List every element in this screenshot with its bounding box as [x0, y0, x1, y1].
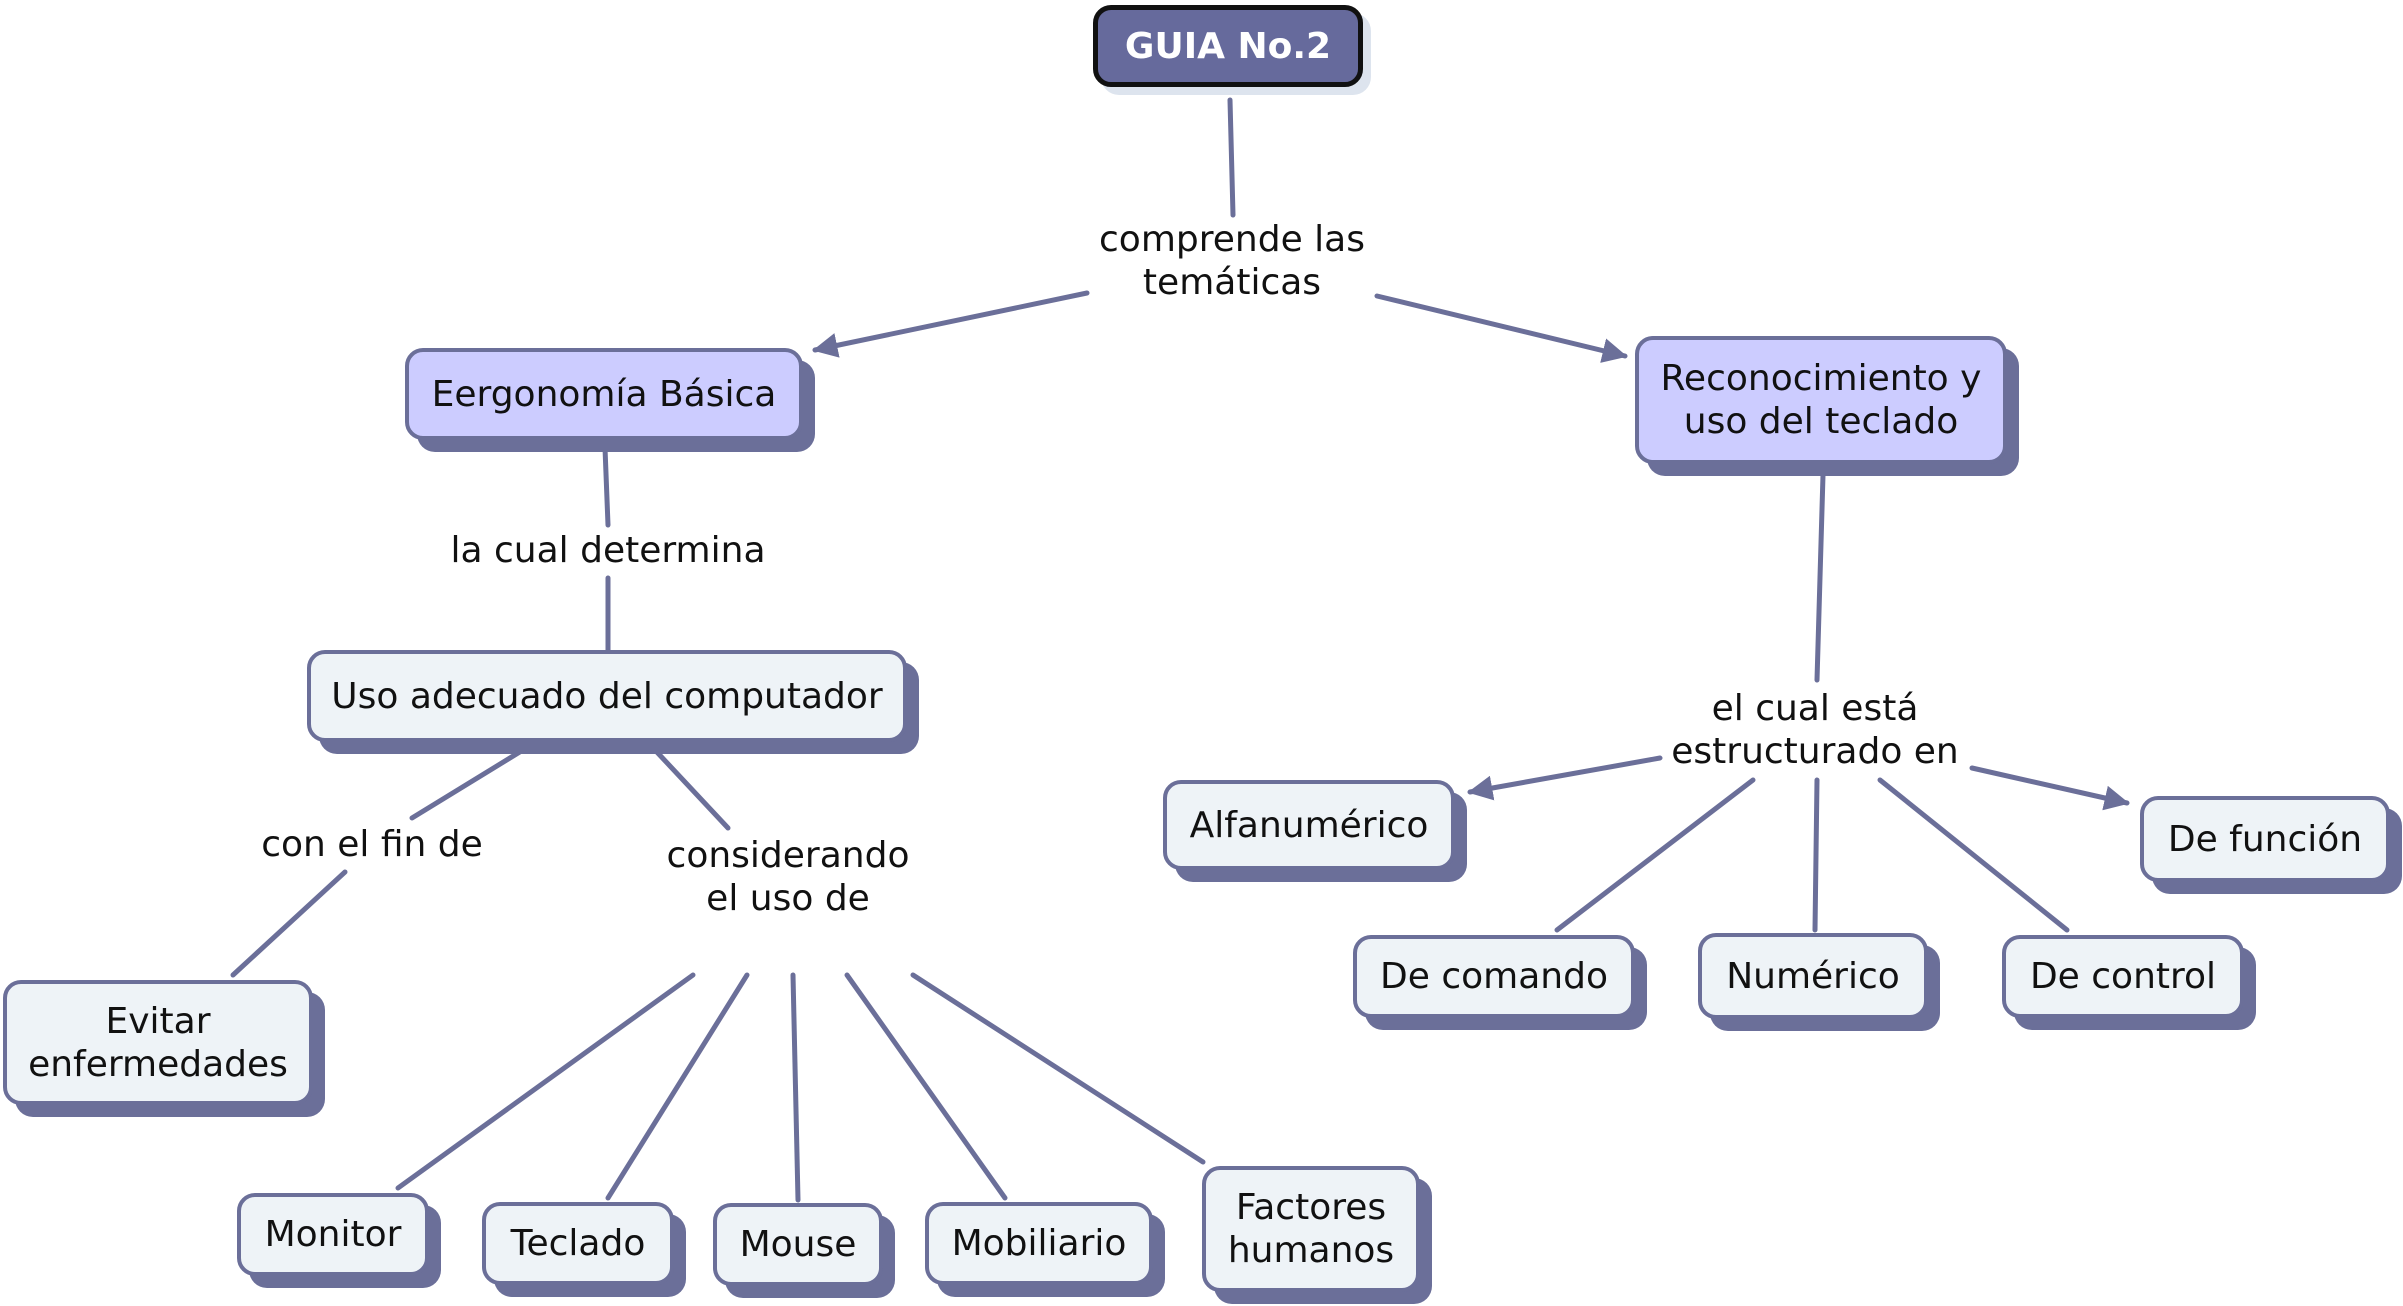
link-label-considerando: considerando el uso de	[666, 835, 910, 919]
line-uso-fin	[409, 747, 526, 821]
mobiliario-node[interactable]: Mobiliario	[925, 1202, 1153, 1285]
teclado-node[interactable]: Teclado	[482, 1202, 674, 1285]
de-funcion-node[interactable]: De función	[2140, 796, 2390, 882]
line-teclado-estructurado	[1814, 472, 1826, 683]
evitar-node[interactable]: Evitar enfermedades	[3, 980, 313, 1105]
monitor-node[interactable]: Monitor	[237, 1193, 429, 1276]
line-to-monitor	[395, 972, 696, 1191]
link-label-estructurado: el cual está estructurado en	[1671, 688, 1959, 772]
link-label-fin: con el fin de	[261, 824, 483, 865]
arrow-to-ergonomia	[812, 290, 1090, 358]
root-node-label: GUIA No.2	[1124, 25, 1332, 67]
alfanumerico-node[interactable]: Alfanumérico	[1163, 780, 1455, 870]
teclado-main-node[interactable]: Reconocimiento y uso del teclado	[1635, 336, 2007, 464]
line-to-numerico	[1812, 777, 1820, 933]
line-to-de-control	[1877, 777, 2070, 933]
line-uso-considerando	[652, 747, 731, 831]
mouse-node[interactable]: Mouse	[713, 1203, 883, 1286]
line-to-teclado	[605, 972, 750, 1201]
root-node[interactable]: GUIA No.2	[1093, 5, 1363, 87]
factores-node[interactable]: Factores humanos	[1202, 1166, 1420, 1292]
de-control-node[interactable]: De control	[2002, 935, 2244, 1018]
line-to-factores	[910, 972, 1206, 1165]
ergonomia-node[interactable]: Eergonomía Básica	[405, 348, 803, 440]
line-to-mobiliario	[844, 972, 1008, 1201]
line-root-comprende	[1227, 97, 1236, 218]
line-ergonomia-determina	[602, 445, 611, 528]
line-to-mouse	[790, 972, 801, 1203]
de-comando-node[interactable]: De comando	[1353, 935, 1635, 1018]
arrow-to-teclado-main	[1374, 293, 1628, 363]
uso-adecuado-node[interactable]: Uso adecuado del computador	[307, 650, 907, 742]
line-to-de-comando	[1554, 777, 1756, 933]
numerico-node[interactable]: Numérico	[1698, 933, 1928, 1019]
arrow-to-de-funcion	[1969, 765, 2130, 811]
line-fin-evitar	[230, 869, 348, 978]
arrow-to-alfanumerico	[1467, 755, 1663, 801]
link-label-determina: la cual determina	[450, 530, 766, 571]
link-label-comprende: comprende las temáticas	[1099, 219, 1365, 303]
